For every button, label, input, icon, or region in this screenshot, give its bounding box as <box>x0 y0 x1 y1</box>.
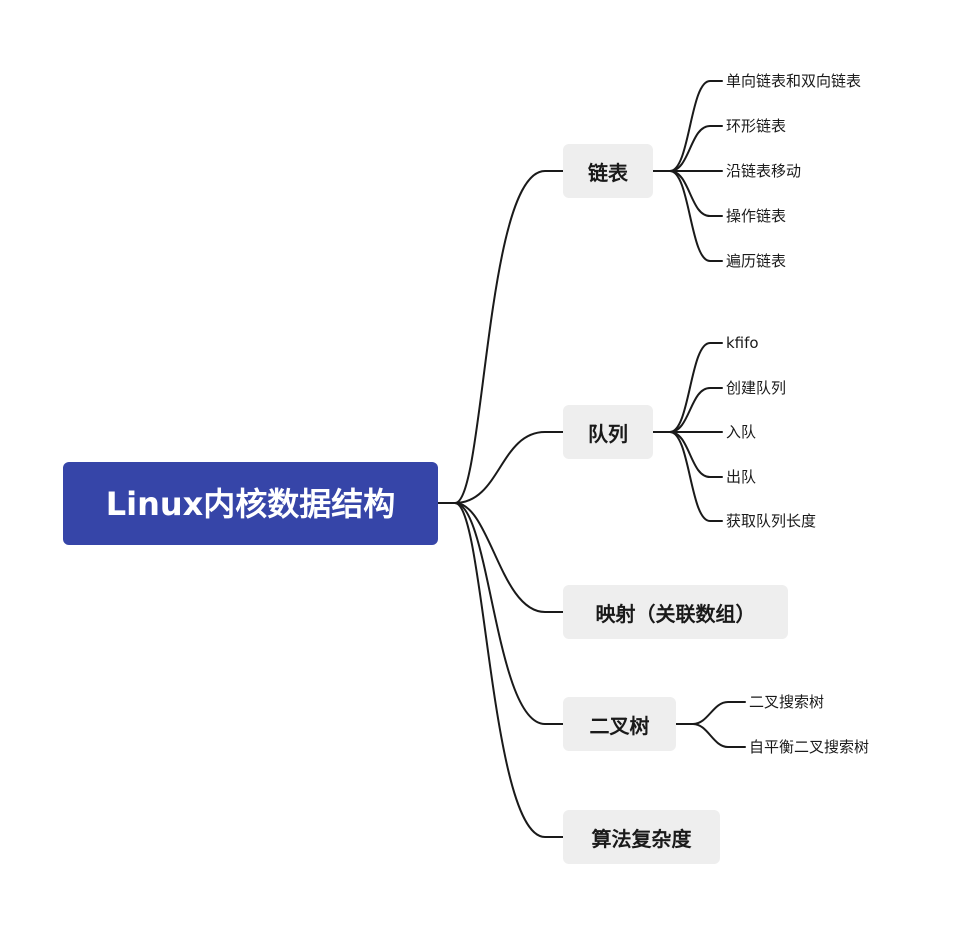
leaf-node-linked-list-3[interactable]: 操作链表 <box>726 207 787 225</box>
connector-root-complexity <box>454 502 564 838</box>
leaf-node-linked-list-4[interactable]: 遍历链表 <box>726 252 787 270</box>
connector-linked-list-leaf-0 <box>669 80 723 172</box>
connector-linked-list-leaf-4 <box>669 170 723 262</box>
leaf-node-linked-list-1[interactable]: 环形链表 <box>726 117 787 135</box>
connector-queue-leaf-3 <box>669 431 723 478</box>
branch-node-queue[interactable]: 队列 <box>563 405 653 459</box>
connector-queue-leaf-1 <box>669 387 723 433</box>
leaf-node-binary-tree-1[interactable]: 自平衡二叉搜索树 <box>749 738 870 756</box>
connector-root-map <box>454 502 564 613</box>
connector-linked-list-leaf-1 <box>669 125 723 172</box>
leaf-node-linked-list-2[interactable]: 沿链表移动 <box>726 162 802 180</box>
connector-root-queue <box>437 431 564 504</box>
leaf-node-queue-0[interactable]: kfifo <box>726 334 759 352</box>
branch-node-complexity[interactable]: 算法复杂度 <box>563 810 720 864</box>
connector-queue-leaf-0 <box>669 342 723 433</box>
branch-node-linked-list[interactable]: 链表 <box>563 144 653 198</box>
connector-queue-leaf-4 <box>669 431 723 522</box>
root-node[interactable]: Linux内核数据结构 <box>63 462 438 545</box>
connector-root-linked-list <box>437 170 564 504</box>
leaf-node-queue-3[interactable]: 出队 <box>726 468 757 486</box>
branch-node-binary-tree[interactable]: 二叉树 <box>563 697 676 751</box>
connector-binary-tree-leaf-1 <box>692 723 746 748</box>
leaf-node-queue-2[interactable]: 入队 <box>726 423 757 441</box>
leaf-node-queue-4[interactable]: 获取队列长度 <box>726 512 817 530</box>
leaf-node-linked-list-0[interactable]: 单向链表和双向链表 <box>726 72 862 90</box>
leaf-node-binary-tree-0[interactable]: 二叉搜索树 <box>749 693 825 711</box>
leaf-node-queue-1[interactable]: 创建队列 <box>726 379 787 397</box>
branch-node-map[interactable]: 映射（关联数组） <box>563 585 788 639</box>
connector-root-binary-tree <box>454 502 564 725</box>
connector-binary-tree-leaf-0 <box>692 701 746 725</box>
connector-linked-list-leaf-3 <box>669 170 723 217</box>
